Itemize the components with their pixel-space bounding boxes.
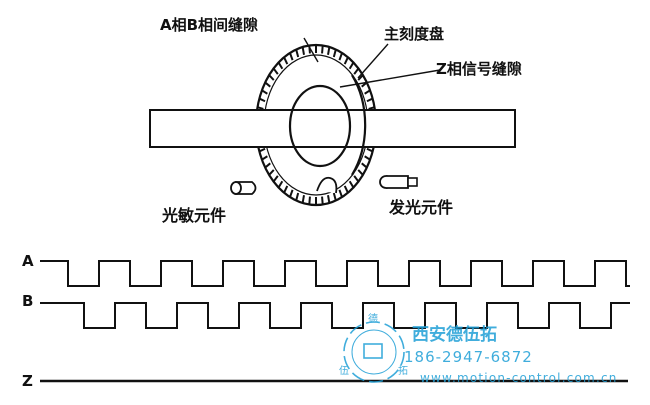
disc-tick xyxy=(289,52,294,61)
disc-front-arc xyxy=(351,74,367,176)
disc-tick xyxy=(264,81,271,88)
disc-tick xyxy=(357,169,364,176)
label-ab-slits: A相B相间缝隙 xyxy=(160,16,258,34)
disc-tick xyxy=(272,67,279,75)
watermark-logo: 德 伍 拓 xyxy=(339,312,408,383)
disc-tick xyxy=(295,49,300,58)
label-light-emitter: 发光元件 xyxy=(388,198,453,217)
watermark-phone: 186-2947-6872 xyxy=(404,348,533,366)
disc-tick xyxy=(353,67,360,75)
disc-tick xyxy=(338,52,343,61)
disc-tick xyxy=(272,175,279,183)
watermark: 德 伍 拓 西安德伍拓 186-2947-6872 www.motion-con… xyxy=(339,312,618,385)
disc-tick xyxy=(327,46,331,55)
disc-tick xyxy=(277,180,284,189)
disc-tick xyxy=(353,175,360,183)
disc-tick xyxy=(268,169,275,176)
disc-tick xyxy=(257,106,264,110)
disc-tick xyxy=(357,74,364,81)
label-main-disc: 主刻度盘 xyxy=(384,25,444,43)
disc-tick xyxy=(321,45,324,54)
disc-tick xyxy=(368,106,375,110)
logo-char-2: 伍 xyxy=(339,365,349,377)
disc-tick xyxy=(268,74,275,81)
disc-tick xyxy=(338,189,343,198)
waveform-b xyxy=(40,302,630,329)
logo-char-3: 拓 xyxy=(398,365,408,377)
disc-tick xyxy=(366,147,374,153)
disc-tick xyxy=(343,56,349,65)
disc-tick xyxy=(348,61,355,70)
disc-tick xyxy=(327,195,331,204)
leader-ab-slits xyxy=(303,37,319,63)
disc-tick xyxy=(283,185,289,194)
disc-tick xyxy=(301,195,305,204)
disc-tick xyxy=(364,89,371,95)
disc-tick xyxy=(332,49,337,58)
disc-tick xyxy=(343,185,349,194)
disc-tick xyxy=(364,155,371,161)
disc-tick xyxy=(258,97,266,103)
z-slit-notch xyxy=(316,176,338,194)
light-emitter xyxy=(379,175,418,189)
label-z-slit: Z相信号缝隙 xyxy=(436,60,522,78)
disc-tick xyxy=(289,189,294,198)
waveform-a xyxy=(40,260,630,287)
disc-tick xyxy=(261,155,268,161)
waveform-z-label: Z xyxy=(22,372,33,390)
waveform-a-label: A xyxy=(22,252,34,270)
disc-tick xyxy=(261,89,268,95)
waveforms: A B Z xyxy=(22,252,630,390)
leader-z-slit xyxy=(339,69,441,88)
disc-tick xyxy=(264,162,271,169)
leader-main-disc xyxy=(357,43,389,79)
disc-tick xyxy=(301,46,305,55)
encoder-mechanism: A相B相间缝隙 主刻度盘 Z相信号缝隙 光敏元件 发光元件 xyxy=(149,16,522,225)
photo-sensor xyxy=(230,181,257,195)
disc-tick xyxy=(366,97,374,103)
disc-tick xyxy=(321,196,324,205)
disc-tick xyxy=(258,147,266,153)
disc-tick xyxy=(295,192,300,201)
disc-tick xyxy=(277,61,284,70)
disc-tick xyxy=(308,196,311,205)
logo-char-1: 德 xyxy=(368,312,378,325)
watermark-company: 西安德伍拓 xyxy=(412,324,497,345)
waveform-b-label: B xyxy=(22,292,33,310)
disc-tick xyxy=(332,192,337,201)
watermark-url: www.motion-control.com.cn xyxy=(420,371,618,385)
disc-hub xyxy=(288,84,352,168)
disc-tick xyxy=(348,180,355,189)
disc-tick xyxy=(361,162,368,169)
disc-tick xyxy=(283,56,289,65)
label-photo-sensor: 光敏元件 xyxy=(161,206,226,225)
